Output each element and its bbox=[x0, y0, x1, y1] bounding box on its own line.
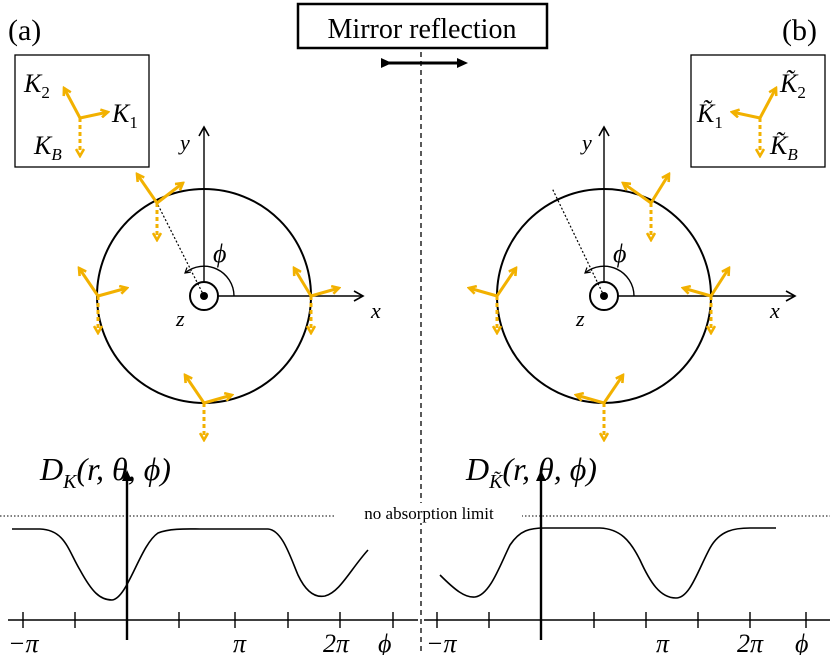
legend-b-k1: K̃1 bbox=[696, 99, 723, 132]
plot-a-ylabel: DK(r, θ, ϕ) bbox=[39, 451, 171, 493]
title-text: Mirror reflection bbox=[328, 14, 517, 45]
title-box bbox=[296, 2, 549, 50]
legend-triad-a bbox=[64, 88, 108, 156]
triads-a bbox=[79, 174, 339, 440]
legend-triad-b bbox=[732, 88, 776, 156]
x-label-b: x bbox=[769, 298, 780, 323]
legend-box-a bbox=[14, 54, 150, 168]
phi-label-a: ϕ bbox=[213, 239, 226, 268]
legend-a-k2: K2 bbox=[23, 69, 50, 102]
tick-b-pi: π bbox=[656, 629, 670, 655]
phi-axis-label-b: ϕ bbox=[795, 629, 808, 655]
legend-a-kb: KB bbox=[33, 131, 62, 164]
legend-b-k2: K̃2 bbox=[779, 69, 806, 102]
phi-ray-b bbox=[551, 187, 605, 297]
triads-b bbox=[469, 174, 729, 440]
plot-a-curve bbox=[12, 528, 369, 601]
phi-arc-b bbox=[584, 265, 635, 297]
tick-a-pi: π bbox=[233, 629, 247, 655]
legend-b-kb: K̃B bbox=[769, 131, 798, 164]
x-label-a: x bbox=[370, 298, 381, 323]
z-label-b: z bbox=[575, 306, 585, 331]
tick-b-2pi: 2π bbox=[737, 629, 764, 655]
z-label-a: z bbox=[175, 306, 185, 331]
tick-b-neg-pi: −π bbox=[426, 629, 458, 655]
tick-a-neg-pi: −π bbox=[8, 629, 40, 655]
plot-a-ticks bbox=[22, 612, 394, 628]
phi-ray-a bbox=[156, 202, 205, 297]
y-label-a: y bbox=[178, 130, 190, 155]
legend-box-b bbox=[690, 54, 826, 168]
phi-label-b: ϕ bbox=[613, 239, 626, 268]
panel-b-label: (b) bbox=[782, 14, 817, 47]
plot-b-ticks bbox=[436, 612, 807, 628]
no-absorption-label: no absorption limit bbox=[364, 504, 494, 523]
phi-arc-a bbox=[184, 265, 235, 297]
plot-b-curve bbox=[439, 527, 776, 599]
legend-a-k1: K1 bbox=[111, 99, 138, 132]
plot-b-ylabel: DK̃(r, θ, ϕ) bbox=[465, 451, 597, 493]
phi-axis-label-a: ϕ bbox=[378, 629, 391, 655]
panel-a-label: (a) bbox=[8, 14, 41, 47]
tick-a-2pi: 2π bbox=[323, 629, 350, 655]
y-label-b: y bbox=[580, 130, 592, 155]
